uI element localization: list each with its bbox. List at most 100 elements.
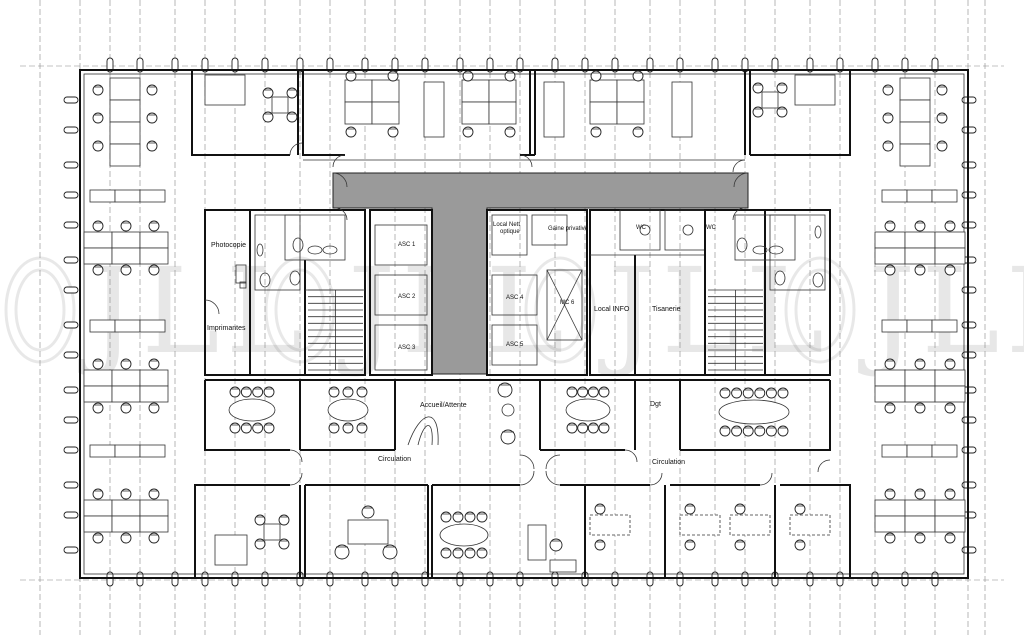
chair [464, 547, 476, 559]
chair [914, 220, 926, 232]
desk [934, 499, 966, 517]
chair [229, 386, 241, 398]
label-photocopie: Photocopie [211, 242, 246, 249]
chair [356, 386, 368, 398]
chair [229, 422, 241, 434]
label-dgt: Dgt [650, 401, 661, 408]
chair [462, 126, 474, 138]
label-wc-2: WC [706, 225, 717, 231]
counter [114, 189, 141, 203]
desk [139, 247, 169, 265]
chair [577, 422, 589, 434]
desk [904, 231, 936, 249]
office-desk [794, 74, 836, 106]
chair [278, 538, 290, 550]
mullion [261, 57, 269, 73]
chair [146, 84, 158, 96]
label-asc3: ASC 3 [398, 345, 416, 351]
chair [252, 386, 264, 398]
chair [252, 422, 264, 434]
desk [589, 101, 618, 125]
desk [139, 515, 169, 533]
chair [476, 547, 488, 559]
chair [752, 82, 764, 94]
desk [109, 99, 141, 123]
mullion [456, 57, 464, 73]
chair [944, 488, 956, 500]
chair [684, 539, 696, 551]
label-asc4: ASC 4 [506, 295, 524, 301]
mullion [581, 57, 589, 73]
label-gaine-privative: Gaine privative [548, 226, 589, 232]
meeting-table [228, 398, 276, 422]
desk [874, 369, 906, 387]
desk [899, 77, 931, 101]
chair [328, 386, 340, 398]
chair [884, 358, 896, 370]
desk [874, 499, 906, 517]
chair [92, 264, 104, 276]
chair [345, 126, 357, 138]
chair [884, 402, 896, 414]
chair [914, 402, 926, 414]
chair [262, 111, 274, 123]
chair [356, 422, 368, 434]
counter [139, 444, 166, 458]
label-mc6: MC 6 [560, 300, 575, 306]
chair [632, 126, 644, 138]
chair [794, 503, 806, 515]
chair [500, 429, 516, 445]
chair [120, 264, 132, 276]
chair [944, 264, 956, 276]
chair [936, 140, 948, 152]
desk [139, 385, 169, 403]
chair [92, 220, 104, 232]
desk [111, 369, 141, 387]
desk [111, 515, 141, 533]
chair [914, 264, 926, 276]
desk [111, 231, 141, 249]
chair [734, 539, 746, 551]
counter [906, 444, 933, 458]
desk [874, 231, 906, 249]
label-circulation-left: Circulation [378, 456, 411, 463]
chair [476, 511, 488, 523]
label-asc2: ASC 2 [398, 294, 416, 300]
label-optique: optique [500, 229, 520, 235]
desk [899, 99, 931, 123]
desk [83, 231, 113, 249]
label-asc5: ASC 5 [506, 342, 524, 348]
desk [934, 385, 966, 403]
label-local-info: Local INFO [594, 306, 630, 313]
chair [148, 402, 160, 414]
chair [240, 422, 252, 434]
desk [934, 247, 966, 265]
office-desk [527, 524, 547, 561]
mullion [63, 321, 79, 329]
chair [254, 538, 266, 550]
chair [462, 70, 474, 82]
desk [904, 247, 936, 265]
chair [452, 511, 464, 523]
desk [934, 231, 966, 249]
mullion [486, 57, 494, 73]
desk [934, 515, 966, 533]
chair [387, 126, 399, 138]
desk [461, 79, 490, 103]
desk [874, 385, 906, 403]
chair [342, 386, 354, 398]
chair [587, 386, 599, 398]
chair [914, 358, 926, 370]
meeting-table [565, 398, 611, 422]
interior-partitions [191, 70, 851, 578]
chair [92, 358, 104, 370]
chair [884, 220, 896, 232]
mullion [676, 57, 684, 73]
mullion [421, 57, 429, 73]
desk [589, 79, 618, 103]
counter [881, 444, 908, 458]
desk [904, 499, 936, 517]
desk [83, 499, 113, 517]
desk [371, 101, 400, 125]
chair [286, 111, 298, 123]
